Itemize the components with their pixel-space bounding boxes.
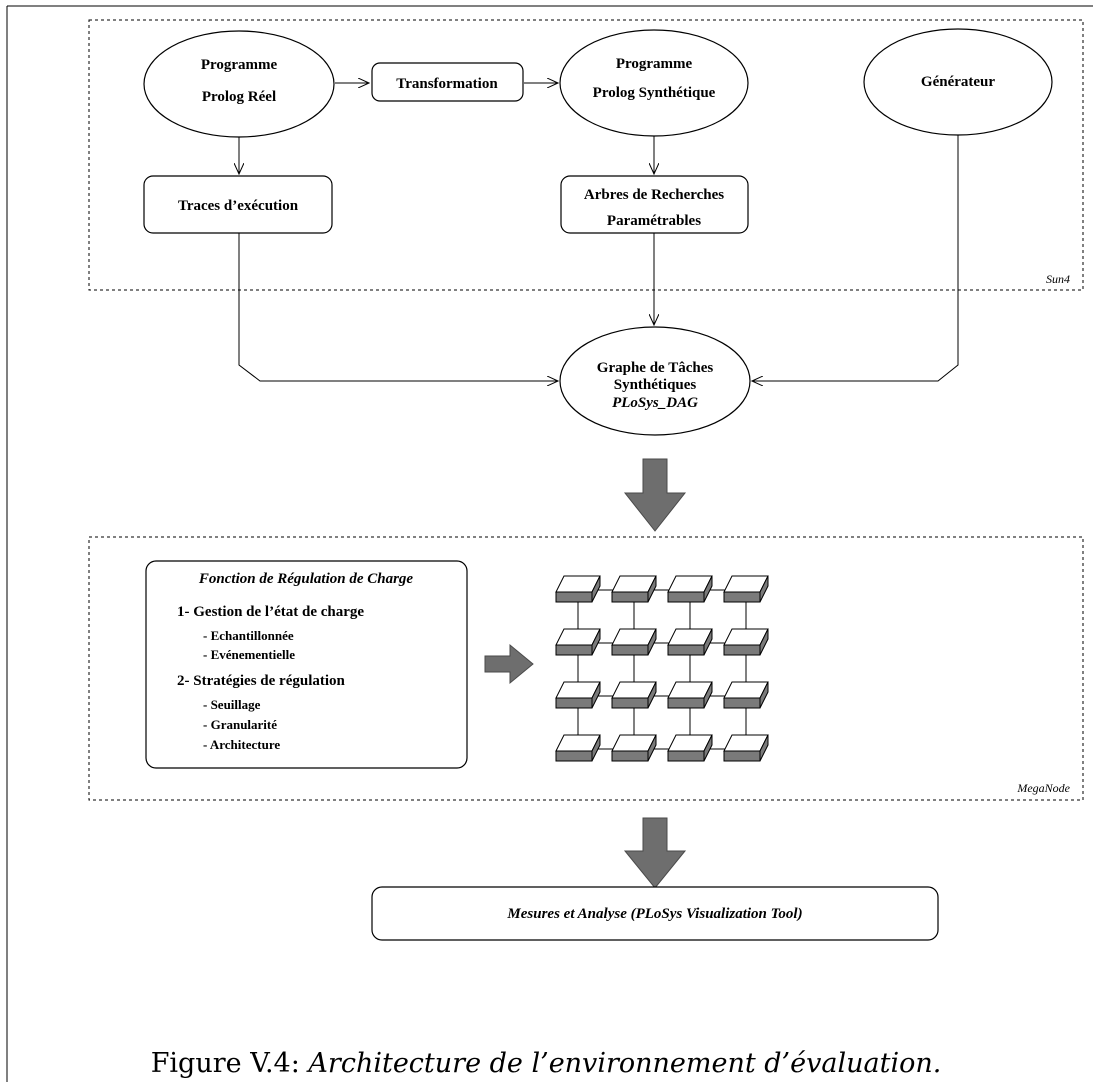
svg-text:Transformation: Transformation <box>396 76 498 92</box>
svg-text:2- Stratégies de régulation: 2- Stratégies de régulation <box>177 673 346 689</box>
transformation-node: Transformation <box>371 62 524 102</box>
processor-node <box>555 628 601 656</box>
traces-node: Traces d’exécution <box>143 175 333 234</box>
processor-node <box>555 681 601 709</box>
svg-text:- Architecture: - Architecture <box>203 737 280 752</box>
processor-node <box>555 734 601 762</box>
programme-synth-node: Programme Prolog Synthétique <box>559 29 749 137</box>
programme-reel-node: Programme Prolog Réel <box>143 30 335 138</box>
svg-text:Programme: Programme <box>616 56 693 72</box>
svg-text:Traces d’exécution: Traces d’exécution <box>178 198 299 214</box>
processor-node <box>555 575 601 603</box>
processor-node <box>667 681 713 709</box>
svg-text:Synthétiques: Synthétiques <box>614 377 697 393</box>
graphe-node: Graphe de Tâches Synthétiques PLoSys_DAG <box>559 326 751 436</box>
svg-text:- Echantillonnée: - Echantillonnée <box>203 628 294 643</box>
big-arrow-down-2 <box>623 817 687 889</box>
processor-node <box>667 734 713 762</box>
figure-caption: Figure V.4: Architecture de l’environnem… <box>151 1048 942 1079</box>
processor-node <box>723 681 769 709</box>
small-arrow-right <box>484 643 534 685</box>
svg-text:Programme: Programme <box>201 57 278 73</box>
caption-prefix: Figure V.4: <box>151 1048 309 1079</box>
svg-text:Prolog Synthétique: Prolog Synthétique <box>593 85 716 101</box>
caption-text: Architecture de l’environnement d’évalua… <box>305 1048 941 1079</box>
sun4-region <box>88 19 1084 291</box>
arrow-generateur-to-graphe <box>752 135 959 381</box>
meganode-region <box>88 536 1084 801</box>
processor-node <box>723 575 769 603</box>
processor-node <box>611 628 657 656</box>
sun4-region-tag: Sun4 <box>1046 272 1070 286</box>
svg-text:- Granularité: - Granularité <box>203 717 277 732</box>
svg-text:Générateur: Générateur <box>921 74 995 90</box>
processor-node <box>611 681 657 709</box>
regulation-box: Fonction de Régulation de Charge 1- Gest… <box>145 560 468 769</box>
generateur-node: Générateur <box>863 28 1053 136</box>
svg-text:Fonction de Régulation de Char: Fonction de Régulation de Charge <box>198 571 414 587</box>
svg-text:- Evénementielle: - Evénementielle <box>203 647 295 662</box>
processor-node <box>723 628 769 656</box>
svg-text:PLoSys_DAG: PLoSys_DAG <box>612 395 698 411</box>
processor-node <box>723 734 769 762</box>
svg-text:Prolog Réel: Prolog Réel <box>202 89 276 105</box>
svg-text:- Seuillage: - Seuillage <box>203 697 261 712</box>
meganode-region-tag: MegaNode <box>1016 781 1070 795</box>
processor-node <box>611 734 657 762</box>
mesures-analyse-node: Mesures et Analyse (PLoSys Visualization… <box>371 886 939 941</box>
processor-node <box>667 628 713 656</box>
svg-text:Graphe de Tâches: Graphe de Tâches <box>597 360 714 376</box>
svg-text:Arbres de Recherches: Arbres de Recherches <box>584 187 724 203</box>
arrow-traces-to-graphe <box>238 233 558 381</box>
svg-text:1- Gestion de l’état de charge: 1- Gestion de l’état de charge <box>177 604 364 620</box>
svg-text:Mesures et Analyse (PLoSys Vis: Mesures et Analyse (PLoSys Visualization… <box>506 906 802 922</box>
big-arrow-down-1 <box>623 458 687 532</box>
svg-text:Paramétrables: Paramétrables <box>607 213 701 229</box>
processor-node <box>667 575 713 603</box>
processor-grid <box>555 575 769 762</box>
processor-node <box>611 575 657 603</box>
arbres-node: Arbres de Recherches Paramétrables <box>560 175 749 234</box>
